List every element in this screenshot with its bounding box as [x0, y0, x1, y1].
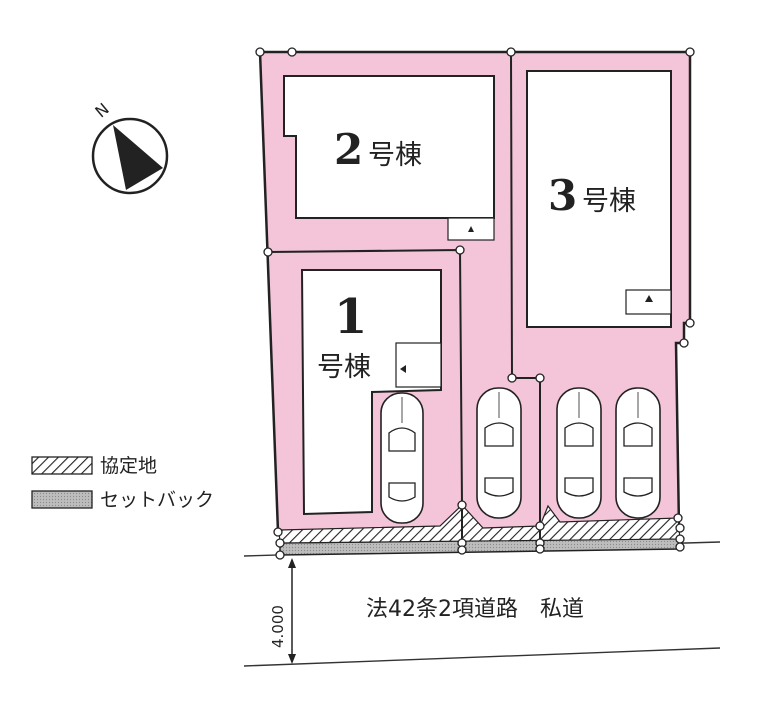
parking-car-icon	[556, 387, 602, 519]
parking-car-icon	[476, 387, 522, 519]
entrance-arrow-icon	[468, 226, 474, 232]
building-1	[300, 269, 442, 516]
road-label: 法42条2項道路 私道	[366, 597, 584, 622]
entrance-arrow-icon	[645, 295, 653, 302]
north-arrow-icon	[113, 125, 163, 190]
legend: 協定地 セットバック	[31, 455, 214, 511]
road-edge-bottom	[243, 647, 721, 667]
entrance-mark	[395, 342, 442, 388]
building-3	[526, 70, 672, 328]
building-3-suffix: 号棟	[582, 186, 636, 217]
legend-swatch-setback	[31, 490, 93, 509]
building-2-number: 2	[334, 125, 363, 174]
north-compass: N	[91, 99, 169, 195]
legend-label-setback: セットバック	[100, 489, 214, 511]
road-width-dimension: 4.000	[269, 558, 296, 664]
parking-car-icon	[380, 392, 424, 524]
building-3-number: 3	[548, 171, 577, 220]
legend-swatch-hatch	[31, 456, 93, 475]
building-2	[283, 75, 495, 219]
entrance-arrow-icon	[400, 365, 406, 373]
building-1-suffix: 号棟	[317, 352, 371, 383]
parking-car-icon	[615, 387, 661, 519]
building-2-suffix: 号棟	[368, 140, 422, 171]
legend-label-agreement-land: 協定地	[100, 455, 157, 477]
agreement-land	[278, 504, 681, 544]
road-width-label: 4.000	[269, 605, 287, 648]
boundary-markers	[255, 47, 695, 560]
north-label: N	[91, 99, 112, 121]
building-1-number: 1	[334, 289, 367, 345]
